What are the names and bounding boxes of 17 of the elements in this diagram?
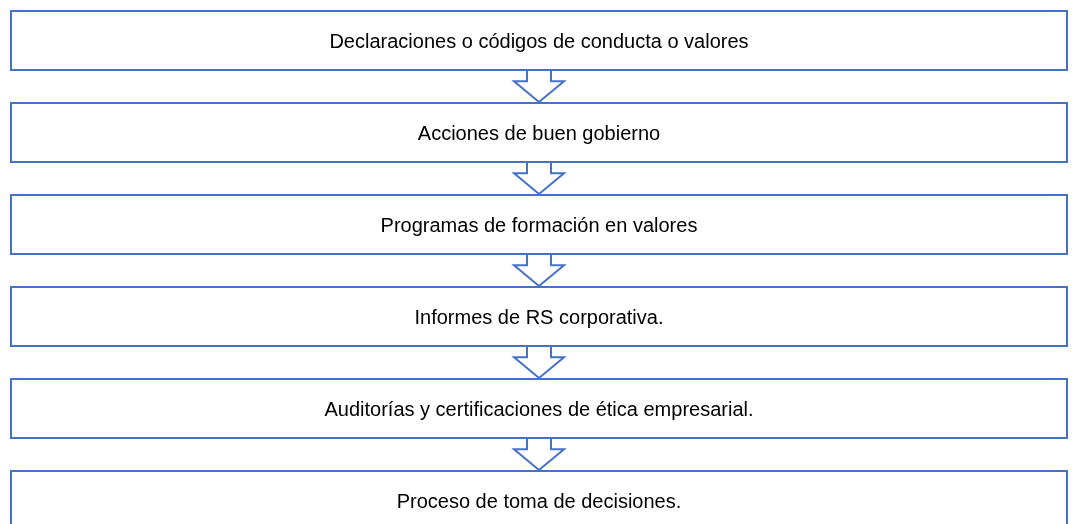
block-arrow xyxy=(511,438,567,472)
process-box xyxy=(10,470,1068,524)
box-label: Informes de RS corporativa. xyxy=(414,304,664,330)
box-label: Declaraciones o códigos de conducta o valores xyxy=(329,28,749,54)
process-box xyxy=(10,194,1068,255)
block-arrow xyxy=(511,70,567,104)
process-box xyxy=(10,286,1068,347)
box-label: Acciones de buen gobierno xyxy=(417,120,661,146)
box-label: Proceso de toma de decisiones. xyxy=(396,488,682,514)
process-box xyxy=(10,10,1068,71)
block-arrow xyxy=(511,254,567,288)
block-arrow xyxy=(511,346,567,380)
box-label: Programas de formación en valores xyxy=(380,212,698,238)
process-box xyxy=(10,378,1068,439)
process-box xyxy=(10,102,1068,163)
box-label: Auditorías y certificaciones de ética empresarial. xyxy=(324,396,754,422)
block-arrow xyxy=(511,162,567,196)
